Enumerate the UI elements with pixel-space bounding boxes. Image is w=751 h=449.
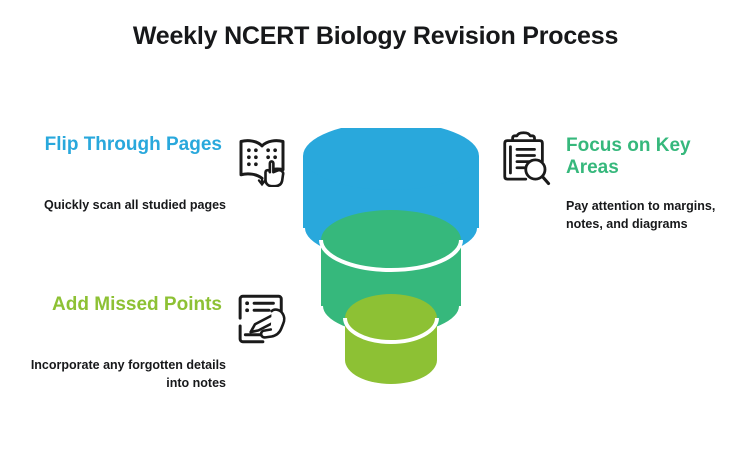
item-focus-on-key-areas-heading: Focus on Key Areas [566,135,691,179]
item-focus-on-key-areas-description: Pay attention to margins, notes, and dia… [566,199,716,231]
item-add-missed-points-head: Add Missed Points [14,291,290,347]
item-focus-on-key-areas: Focus on Key Areas Pay attention to marg… [496,131,746,234]
open-book-with-pointing-hand-icon [234,131,290,188]
item-flip-through-pages-description: Quickly scan all studied pages [43,198,226,212]
page-title: Weekly NCERT Biology Revision Process [132,22,619,50]
item-add-missed-points: Add Missed Points [14,291,290,393]
item-flip-through-pages: Flip Through Pages [14,131,290,215]
item-flip-through-pages-head: Flip Through Pages [14,131,290,188]
funnel-tier-lime [343,294,439,384]
clipboard-magnifier-icon [496,131,552,187]
item-add-missed-points-heading: Add Missed Points [52,294,222,315]
notepad-writing-hand-icon [234,291,290,347]
item-flip-through-pages-heading: Flip Through Pages [44,134,222,155]
item-add-missed-points-description: Incorporate any forgotten details into n… [30,358,226,390]
three-tier-funnel-diagram [295,122,487,388]
item-focus-on-key-areas-head: Focus on Key Areas [496,131,746,187]
